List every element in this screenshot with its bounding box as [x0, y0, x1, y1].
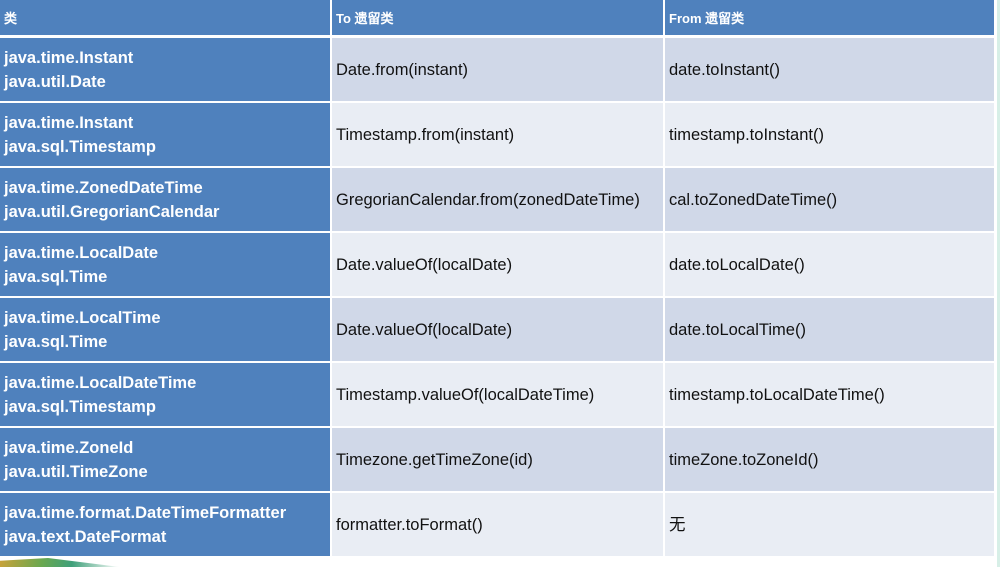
new-class-name: java.time.format.DateTimeFormatter	[4, 503, 287, 522]
class-cell: java.time.ZoneId java.util.TimeZone	[0, 428, 332, 493]
class-cell: java.time.LocalTime java.sql.Time	[0, 298, 332, 363]
table-row: java.time.Instant java.util.Date Date.fr…	[0, 38, 996, 103]
from-legacy-cell: timeZone.toZoneId()	[665, 428, 996, 493]
class-cell: java.time.LocalDate java.sql.Time	[0, 233, 332, 298]
to-legacy-cell: Timestamp.from(instant)	[332, 103, 665, 168]
table-header-row: 类 To 遗留类 From 遗留类	[0, 0, 996, 38]
table-row: java.time.LocalDate java.sql.Time Date.v…	[0, 233, 996, 298]
to-legacy-cell: Date.valueOf(localDate)	[332, 298, 665, 363]
new-class-name: java.time.LocalTime	[4, 308, 161, 327]
class-cell: java.time.Instant java.sql.Timestamp	[0, 103, 332, 168]
from-legacy-cell: cal.toZonedDateTime()	[665, 168, 996, 233]
new-class-name: java.time.Instant	[4, 113, 134, 132]
table-row: java.time.format.DateTimeFormatter java.…	[0, 493, 996, 558]
slide-right-edge	[997, 0, 1000, 567]
legacy-class-name: java.sql.Time	[4, 267, 108, 286]
from-legacy-cell: 无	[665, 493, 996, 558]
header-to-legacy: To 遗留类	[332, 0, 665, 38]
to-legacy-cell: formatter.toFormat()	[332, 493, 665, 558]
to-legacy-cell: Timezone.getTimeZone(id)	[332, 428, 665, 493]
table-row: java.time.LocalDateTime java.sql.Timesta…	[0, 363, 996, 428]
header-from-legacy: From 遗留类	[665, 0, 996, 38]
from-legacy-cell: date.toLocalDate()	[665, 233, 996, 298]
legacy-class-name: java.util.GregorianCalendar	[4, 202, 220, 221]
slide-decoration-swoosh	[0, 558, 120, 567]
to-legacy-cell: Date.valueOf(localDate)	[332, 233, 665, 298]
new-class-name: java.time.ZonedDateTime	[4, 178, 203, 197]
table-row: java.time.LocalTime java.sql.Time Date.v…	[0, 298, 996, 363]
legacy-class-name: java.sql.Time	[4, 332, 108, 351]
legacy-class-name: java.sql.Timestamp	[4, 397, 156, 416]
new-class-name: java.time.LocalDate	[4, 243, 159, 262]
from-legacy-cell: date.toLocalTime()	[665, 298, 996, 363]
table-row: java.time.Instant java.sql.Timestamp Tim…	[0, 103, 996, 168]
class-cell: java.time.ZonedDateTime java.util.Gregor…	[0, 168, 332, 233]
legacy-class-name: java.text.DateFormat	[4, 527, 167, 546]
to-legacy-cell: Timestamp.valueOf(localDateTime)	[332, 363, 665, 428]
new-class-name: java.time.ZoneId	[4, 438, 134, 457]
legacy-class-name: java.util.TimeZone	[4, 462, 148, 481]
from-legacy-cell: date.toInstant()	[665, 38, 996, 103]
from-legacy-cell: timestamp.toInstant()	[665, 103, 996, 168]
from-legacy-cell: timestamp.toLocalDateTime()	[665, 363, 996, 428]
new-class-name: java.time.Instant	[4, 48, 134, 67]
to-legacy-cell: Date.from(instant)	[332, 38, 665, 103]
header-class: 类	[0, 0, 332, 38]
legacy-class-name: java.util.Date	[4, 72, 106, 91]
to-legacy-cell: GregorianCalendar.from(zonedDateTime)	[332, 168, 665, 233]
table-row: java.time.ZonedDateTime java.util.Gregor…	[0, 168, 996, 233]
legacy-class-name: java.sql.Timestamp	[4, 137, 156, 156]
class-cell: java.time.LocalDateTime java.sql.Timesta…	[0, 363, 332, 428]
new-class-name: java.time.LocalDateTime	[4, 373, 197, 392]
table-row: java.time.ZoneId java.util.TimeZone Time…	[0, 428, 996, 493]
class-cell: java.time.Instant java.util.Date	[0, 38, 332, 103]
class-cell: java.time.format.DateTimeFormatter java.…	[0, 493, 332, 558]
